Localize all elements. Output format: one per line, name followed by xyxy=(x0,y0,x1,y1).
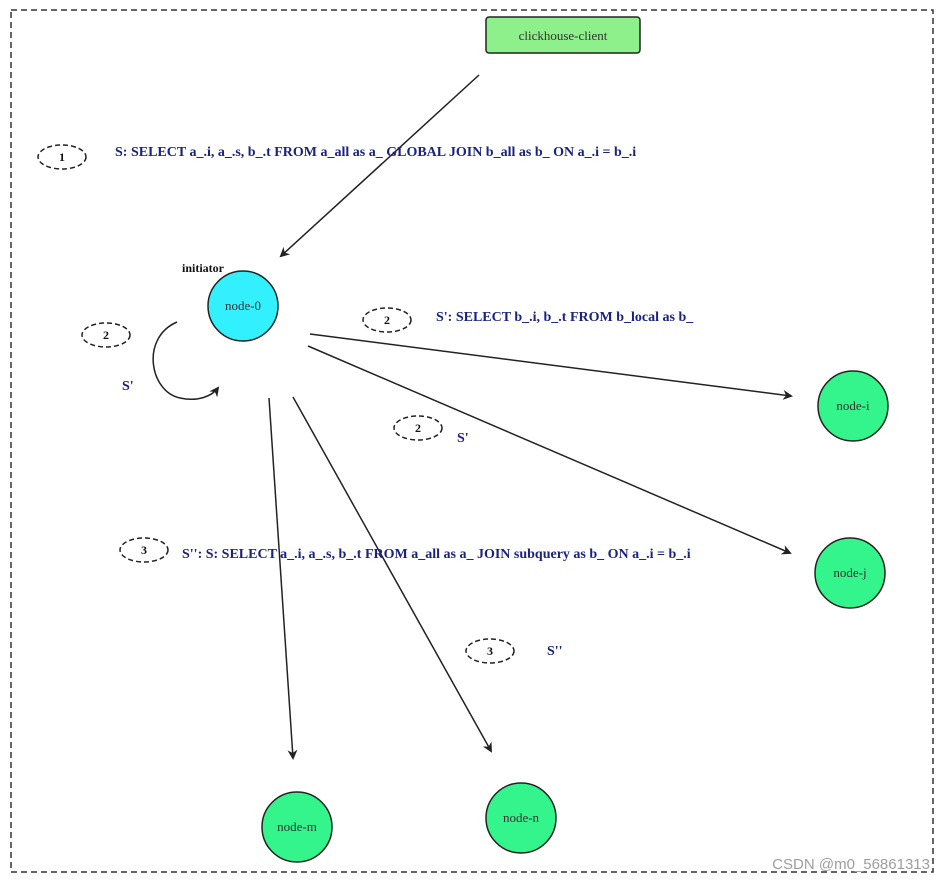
watermark: CSDN @m0_56861313 xyxy=(772,856,930,873)
arrow-client-to-initiator xyxy=(279,74,480,258)
initiator-node-label: node-0 xyxy=(225,298,261,313)
svg-text:2: 2 xyxy=(384,313,390,327)
step-badge-1: 1 xyxy=(37,144,87,170)
arrow-initiator-self xyxy=(152,321,220,400)
step-2-mid-label: S' xyxy=(457,431,469,446)
node-j-label: node-j xyxy=(833,565,866,580)
arrow-initiator-to-node-m xyxy=(268,397,298,760)
step-2-subquery: S': SELECT b_.i, b_.t FROM b_local as b_ xyxy=(436,310,694,325)
svg-text:2: 2 xyxy=(103,328,109,342)
node-i-label: node-i xyxy=(836,398,870,413)
node-m-label: node-m xyxy=(277,819,317,834)
step-3-bottom-label: S'' xyxy=(547,644,563,659)
initiator-node: node-0 xyxy=(207,270,279,342)
step-badge-3-left: 3 xyxy=(119,537,169,563)
step-badge-3-bottom: 3 xyxy=(465,638,515,664)
svg-text:2: 2 xyxy=(415,421,421,435)
svg-text:3: 3 xyxy=(487,644,493,658)
step-1-query: S: SELECT a_.i, a_.s, b_.t FROM a_all as… xyxy=(115,145,636,160)
step-3-query: S'': S: SELECT a_.i, a_.s, b_.t FROM a_a… xyxy=(182,547,691,562)
arrow-initiator-to-node-i xyxy=(309,333,793,400)
client-label: clickhouse-client xyxy=(519,28,608,43)
arrow-initiator-to-node-j xyxy=(307,345,792,555)
step-badge-2-self: 2 xyxy=(81,322,131,348)
diagram-frame xyxy=(10,9,934,873)
clickhouse-client-box: clickhouse-client xyxy=(485,16,641,54)
svg-text:1: 1 xyxy=(59,150,65,164)
initiator-tag: initiator xyxy=(182,261,225,275)
node-j: node-j xyxy=(814,537,886,609)
node-n: node-n xyxy=(485,782,557,854)
node-m: node-m xyxy=(261,791,333,863)
step-badge-2-top: 2 xyxy=(362,307,412,333)
node-i: node-i xyxy=(817,370,889,442)
svg-text:3: 3 xyxy=(141,543,147,557)
node-n-label: node-n xyxy=(503,810,540,825)
step-badge-2-mid: 2 xyxy=(393,415,443,441)
arrow-initiator-to-node-n xyxy=(292,396,492,753)
step-2-self-label: S' xyxy=(122,379,134,394)
